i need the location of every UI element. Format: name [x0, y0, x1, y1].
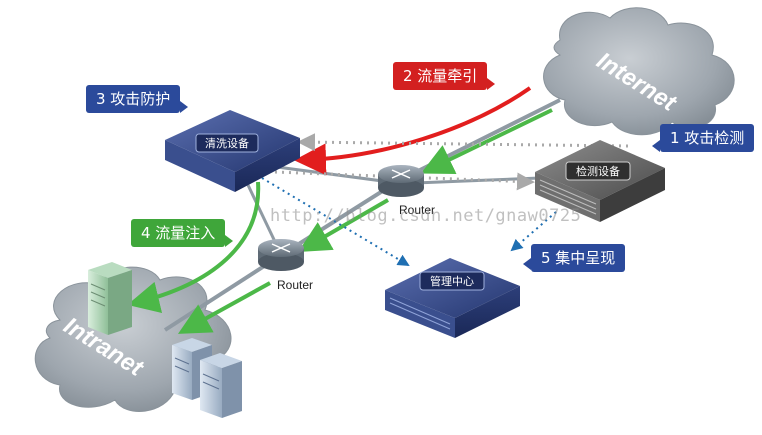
- red-diversion-curve: [294, 86, 532, 176]
- server-green-icon: [88, 262, 132, 335]
- callout-tail: [180, 101, 189, 113]
- callout-attack-protection: 3 攻击防护: [86, 85, 189, 113]
- callout-traffic-diversion: 2 流量牵引: [393, 62, 496, 90]
- callout-attack-detection-text: 1 攻击检测: [670, 129, 745, 147]
- green-injection-curve: [127, 181, 261, 313]
- callout-centralized-display: 5 集中呈现: [523, 244, 626, 272]
- callout-traffic-injection: 4 流量注入: [131, 219, 234, 247]
- callout-attack-protection-text: 3 攻击防护: [96, 90, 171, 108]
- cleaning-device-label: 清洗设备: [205, 136, 249, 150]
- callout-tail: [225, 235, 234, 247]
- detection-device: 检测设备: [535, 140, 665, 222]
- management-device-label: 管理中心: [430, 274, 474, 288]
- center-router-label: Router: [399, 203, 436, 217]
- center-router-icon: [378, 165, 424, 197]
- callout-traffic-diversion-text: 2 流量牵引: [403, 67, 478, 85]
- dotted-cleaning-to-detection: [274, 170, 535, 191]
- callout-tail: [487, 78, 496, 90]
- management-device: 管理中心: [385, 258, 520, 338]
- watermark-text: http://blog.csdn.net/gnaw0725: [270, 206, 582, 226]
- callout-centralized-display-text: 5 集中呈现: [541, 249, 616, 267]
- dotted-cleaning-to-mgmt: [261, 177, 410, 267]
- left-router-icon: [258, 239, 304, 271]
- left-router-label: Router: [277, 278, 314, 292]
- green-arrow-left-to-intranet: [177, 281, 271, 334]
- dotted-detection-to-mgmt: [510, 211, 557, 252]
- callout-tail: [523, 258, 531, 270]
- detection-device-label: 检测设备: [576, 164, 620, 178]
- callout-traffic-injection-text: 4 流量注入: [141, 224, 216, 242]
- link-cleaning-left: [246, 184, 280, 249]
- callout-tail: [652, 140, 660, 152]
- callout-attack-detection: 1 攻击检测: [652, 124, 755, 152]
- management-device-plate: [419, 271, 485, 291]
- green-arrow-internet-to-center: [420, 108, 553, 174]
- internet-cloud: Internet: [543, 7, 735, 136]
- green-arrow-center-to-left: [298, 198, 390, 253]
- dotted-detection-to-cleaning: [297, 133, 629, 152]
- detection-device-plate: [565, 161, 631, 181]
- cleaning-device: 清洗设备: [165, 110, 300, 192]
- server-blue-icon-2: [200, 353, 242, 418]
- cleaning-device-plate: [195, 133, 259, 153]
